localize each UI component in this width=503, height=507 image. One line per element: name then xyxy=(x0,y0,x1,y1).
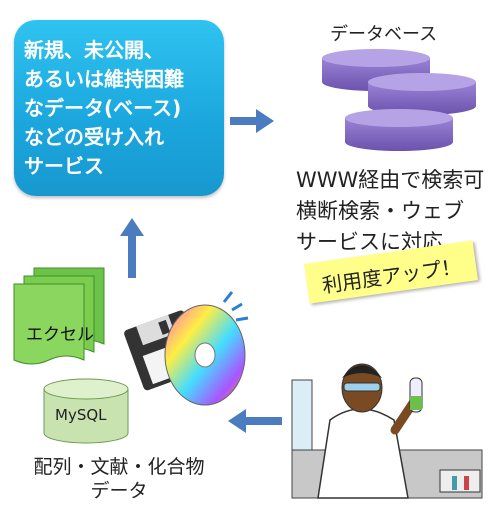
service-line: 新規、未公開、 xyxy=(24,38,164,62)
mysql-database-icon xyxy=(43,378,129,444)
features-line: 横断検索・ウェブ xyxy=(296,199,464,223)
arrow-right-icon xyxy=(230,109,274,133)
source-caption-line: データ xyxy=(90,480,148,502)
features-line: WWW経由で検索可 xyxy=(296,168,485,192)
spreadsheet-icon xyxy=(13,267,105,365)
service-line: サービス xyxy=(24,154,104,178)
service-line: なデータ(ベース) xyxy=(24,96,182,120)
arrow-left-icon xyxy=(228,409,282,433)
mysql-label: MySQL xyxy=(55,406,107,424)
service-box xyxy=(14,20,224,196)
service-line: などの受け入れ xyxy=(24,125,164,149)
database-title: データベース xyxy=(330,24,438,45)
features-text: WWW経由で検索可 横断検索・ウェブ サービスに対応 xyxy=(296,165,484,258)
source-caption: 配列・文献・化合物 データ xyxy=(14,455,224,503)
excel-label: エクセル xyxy=(26,325,94,345)
service-line: あるいは維持困難 xyxy=(24,67,184,91)
scientist-icon xyxy=(291,363,483,499)
arrow-up-icon xyxy=(120,218,144,278)
service-box-text: 新規、未公開、 あるいは維持困難 なデータ(ベース) などの受け入れ サービス xyxy=(24,36,222,181)
source-caption-line: 配列・文献・化合物 xyxy=(33,456,205,478)
cd-icon xyxy=(164,291,249,406)
database-icon xyxy=(322,49,476,151)
